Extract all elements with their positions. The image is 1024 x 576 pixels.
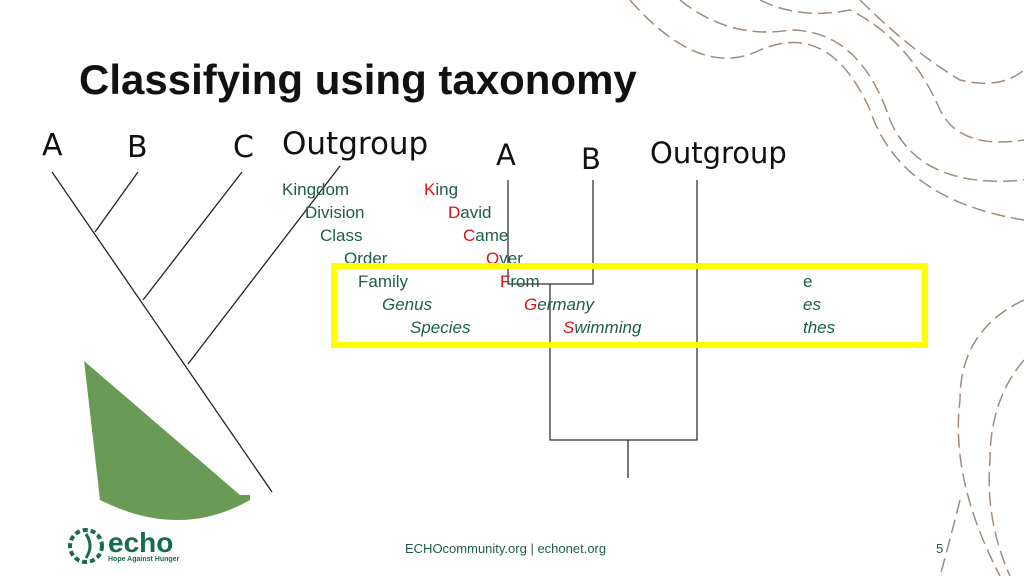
rank-division: Division [305,203,365,222]
topo-lines [629,0,1024,576]
logo-name: echo [108,526,174,558]
leaf-icon [68,528,104,564]
mnemonic-word: Came [463,226,508,246]
initial: C [463,226,476,245]
rest: wimming [574,318,642,337]
tree-label-c: C [233,130,254,165]
mnemonic-word: David [448,203,491,223]
mnemonic-word: From [500,272,540,292]
partial-word: e [803,272,813,291]
rest: ermany [537,295,594,314]
echo-logo: echo Hope Against Hunger [68,528,179,564]
initial: G [524,295,538,314]
partial-word: thes [803,318,836,337]
rank-genus: Genus [382,295,433,314]
photo-mask [48,120,280,495]
footer-links: ECHOcommunity.org | echonet.org [405,541,607,556]
initial: F [500,272,511,291]
mnemonic-word: Swimming [563,318,641,338]
mnemonic-word: Germany [524,295,594,315]
rank-family: Family [358,272,409,291]
rank-species: Species [410,318,471,337]
tree-label-outgroup: Outgroup [650,136,787,170]
rest: ing [435,180,459,199]
page-number: 5 [936,541,944,556]
logo-tagline: Hope Against Hunger [108,555,180,563]
initial: D [448,203,461,222]
mnemonic-word: King [424,180,458,200]
rest: rom [510,272,540,291]
rank-class: Class [320,226,363,245]
highlight-box [331,263,928,348]
tree-label-a: A [42,128,63,163]
tree-label-a: A [496,138,516,172]
tree-label-b: B [127,130,148,165]
rest: ame [475,226,509,245]
slide-title: Classifying using taxonomy [79,56,637,103]
partial-word: es [803,295,821,314]
rank-kingdom: Kingdom [282,180,350,199]
left-tree-lines [51,165,341,493]
tree-label-b: B [581,142,601,176]
rest: avid [460,203,492,222]
initial: K [424,180,436,199]
right-tree-lines [507,180,698,478]
initial: S [563,318,575,337]
tree-label-outgroup: Outgroup [282,126,429,162]
